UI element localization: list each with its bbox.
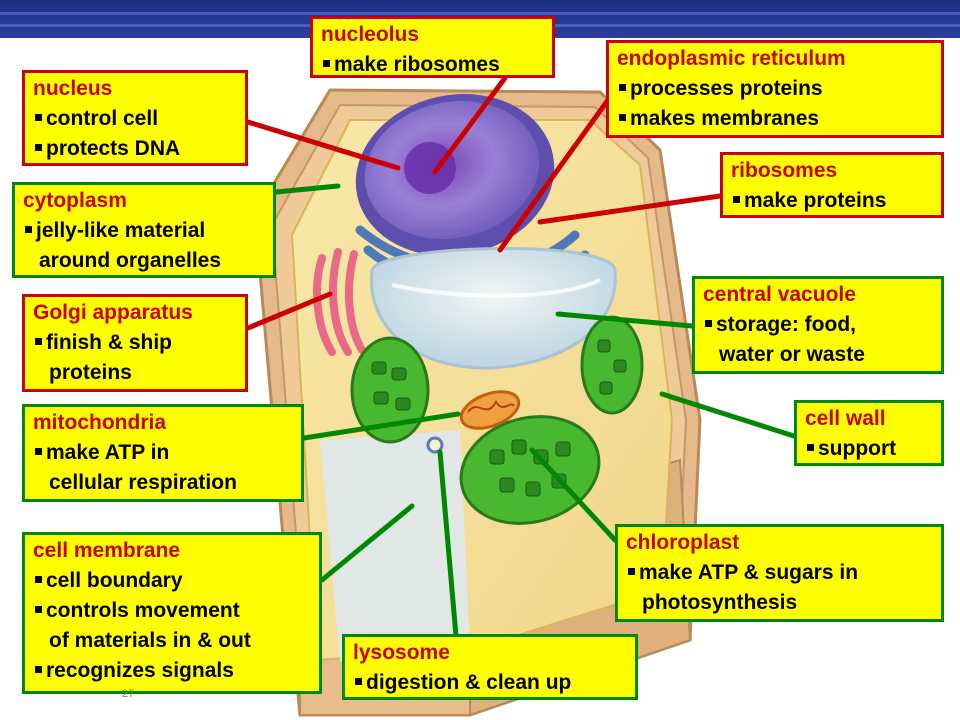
label-ribosomes: ribosomes make proteins: [720, 152, 944, 218]
label-line: of materials in & out: [49, 629, 251, 652]
label-line: make ribosomes: [334, 53, 500, 76]
label-title: endoplasmic reticulum: [617, 47, 846, 70]
bullet-icon: [323, 59, 330, 67]
label-title: central vacuole: [703, 283, 856, 306]
label-line: make ATP & sugars in: [639, 561, 859, 584]
label-line: photosynthesis: [642, 591, 798, 614]
golgi-shape: [313, 248, 366, 356]
label-nucleolus: nucleolus make ribosomes: [310, 16, 555, 78]
bullet-icon: [628, 567, 635, 575]
label-title: cell membrane: [33, 539, 181, 562]
label-line: makes membranes: [630, 107, 820, 130]
mitochondrion-shape: [459, 390, 521, 430]
bullet-icon: [35, 143, 42, 151]
label-line: protects DNA: [46, 137, 181, 160]
bullet-icon: [619, 83, 626, 91]
bullet-icon: [35, 665, 42, 673]
bullet-icon: [355, 677, 362, 685]
label-nucleus: nucleus control cell protects DNA: [22, 70, 248, 166]
label-title: Golgi apparatus: [33, 301, 193, 324]
label-line: make ATP in: [46, 441, 170, 464]
label-title: mitochondria: [33, 411, 167, 434]
label-title: nucleus: [33, 77, 113, 100]
bullet-icon: [35, 575, 42, 583]
label-line: controls movement: [46, 599, 240, 622]
label-line: storage: food,: [716, 313, 856, 336]
label-cell-membrane: cell membrane cell boundary controls mov…: [22, 532, 322, 694]
bullet-icon: [705, 319, 712, 327]
label-line: recognizes signals: [46, 659, 234, 682]
label-cytoplasm: cytoplasm jelly-like material around org…: [12, 182, 276, 278]
label-line: processes proteins: [630, 77, 823, 100]
bullet-icon: [35, 605, 42, 613]
nucleolus-shape: [404, 142, 456, 194]
label-title: cytoplasm: [23, 189, 127, 212]
bullet-icon: [807, 443, 814, 451]
label-line: make proteins: [744, 189, 887, 212]
label-title: ribosomes: [731, 159, 838, 182]
label-lysosome: lysosome digestion & clean up: [342, 634, 638, 700]
nucleus-shape: [355, 94, 555, 256]
label-title: nucleolus: [321, 23, 420, 46]
label-line: support: [818, 437, 897, 460]
bullet-icon: [733, 195, 740, 203]
slide-number: 27: [122, 688, 135, 700]
label-title: chloroplast: [626, 531, 740, 554]
label-chloroplast: chloroplast make ATP & sugars in photosy…: [615, 524, 944, 622]
label-line: control cell: [46, 107, 159, 130]
bullet-icon: [25, 225, 32, 233]
label-line: cellular respiration: [49, 471, 237, 494]
label-golgi-apparatus: Golgi apparatus finish & ship proteins: [22, 294, 248, 392]
label-line: finish & ship: [46, 331, 172, 354]
bullet-icon: [35, 447, 42, 455]
label-line: digestion & clean up: [366, 671, 572, 694]
label-title: cell wall: [805, 407, 886, 430]
bullet-icon: [35, 113, 42, 121]
leader-lines: [245, 75, 797, 639]
label-central-vacuole: central vacuole storage: food, water or …: [692, 276, 944, 374]
lysosome-shape: [426, 436, 444, 454]
label-mitochondria: mitochondria make ATP in cellular respir…: [22, 404, 304, 502]
bullet-icon: [619, 113, 626, 121]
label-line: cell boundary: [46, 569, 183, 592]
label-line: jelly-like material: [36, 219, 206, 242]
label-endoplasmic-reticulum: endoplasmic reticulum processes proteins…: [606, 40, 944, 138]
label-line: around organelles: [39, 249, 222, 272]
label-title: lysosome: [353, 641, 450, 664]
label-line: proteins: [49, 361, 132, 384]
label-cell-wall: cell wall support: [794, 400, 944, 466]
label-line: water or waste: [719, 343, 865, 366]
bullet-icon: [35, 337, 42, 345]
